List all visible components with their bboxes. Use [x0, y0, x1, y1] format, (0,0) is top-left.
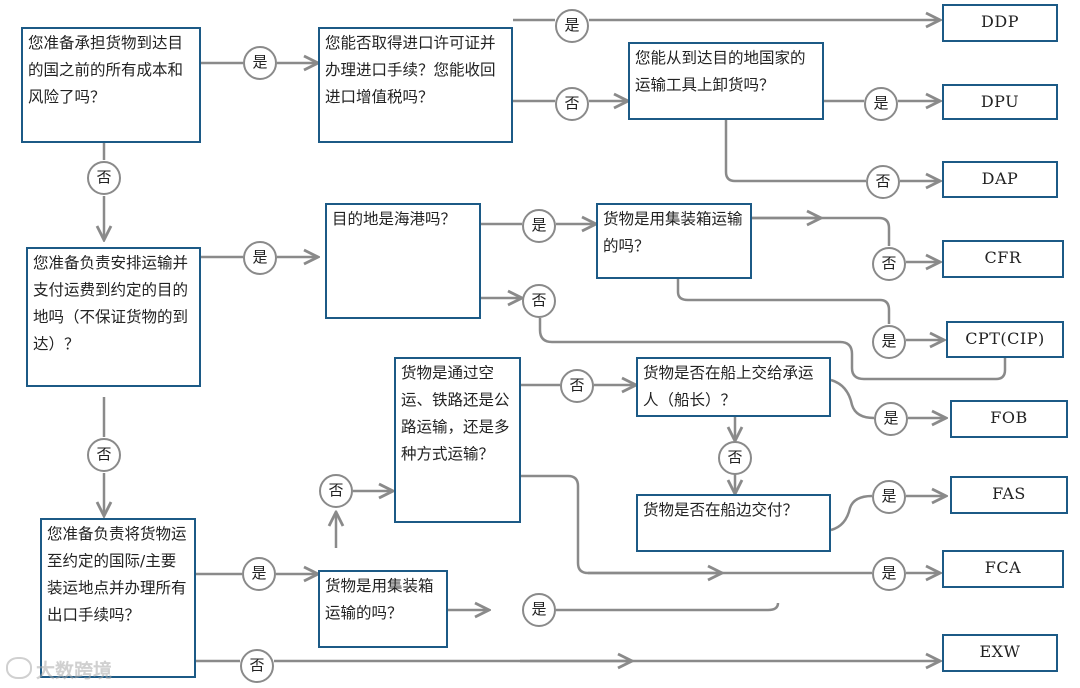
node-q1-no: 否: [87, 161, 121, 195]
edge-q3-no: [724, 120, 866, 183]
question-box-export-clearance: 您准备负责将货物运至约定的国际/主要装运地点并办理所有出口手续吗？: [40, 518, 196, 678]
edge-q5-no-2: [538, 318, 1007, 381]
node-q6-yes: 是: [872, 325, 906, 359]
node-q9-yes: 是: [872, 480, 906, 514]
node-q5-yes: 是: [522, 209, 556, 243]
node-q7-no: 否: [560, 369, 594, 403]
result-dap: DAP: [942, 161, 1058, 198]
result-fob: FOB: [950, 400, 1068, 438]
node-q4-no: 否: [87, 438, 121, 472]
node-q3-yes: 是: [864, 87, 898, 121]
node-q2-no: 否: [555, 87, 589, 121]
edge-q6-cpt: [676, 279, 891, 324]
question-box-container-sea: 货物是用集装箱运输的吗？: [596, 203, 752, 279]
node-q4-yes: 是: [243, 241, 277, 275]
result-cpt-cip: CPT(CIP): [946, 321, 1064, 358]
question-box-deliver-on-board: 货物是否在船上交给承运人（船长）？: [636, 357, 831, 417]
node-q1-yes: 是: [243, 46, 277, 80]
edge-q11-yes-2: [556, 602, 780, 612]
edge-q9-yes: [830, 494, 873, 532]
edge-q6-cfr-2: [752, 216, 891, 246]
result-dpu: DPU: [942, 84, 1058, 120]
node-q6-no: 否: [872, 247, 906, 281]
watermark-text: 大数跨境: [36, 660, 113, 682]
node-q7-yes: 是: [872, 557, 906, 591]
node-q2-yes: 是: [555, 9, 589, 43]
question-box-costs-risks: 您准备承担货物到达目的国之前的所有成本和风险了吗？: [21, 27, 201, 143]
edge-q7-fca: [521, 474, 722, 573]
node-q8-no: 否: [718, 441, 752, 475]
result-exw: EXW: [942, 634, 1058, 672]
watermark-logo-icon: [6, 657, 32, 679]
node-q5-no: 否: [522, 284, 556, 318]
result-fca: FCA: [942, 550, 1064, 588]
question-box-import-license: 您能否取得进口许可证并办理进口手续？您能收回进口增值税吗？: [318, 27, 513, 143]
node-q8-yes: 是: [874, 402, 908, 436]
node-q3-no: 否: [866, 165, 900, 199]
node-q11-no: 否: [319, 474, 353, 508]
question-box-sea-port: 目的地是海港吗？: [325, 203, 481, 319]
question-box-unload: 您能从到达目的地国家的运输工具上卸货吗？: [628, 42, 824, 120]
node-q11-yes: 是: [522, 593, 556, 627]
node-q10-no: 否: [240, 649, 274, 683]
edge-q8-yes: [830, 378, 875, 420]
node-q10-yes: 是: [242, 557, 276, 591]
question-box-transport-mode: 货物是通过空运、铁路还是公路运输，还是多种方式运输？: [394, 357, 521, 523]
result-fas: FAS: [950, 476, 1068, 514]
question-box-arrange-transport: 您准备负责安排运输并支付运费到约定的目的地吗（不保证货物的到达）？: [26, 247, 201, 387]
result-cfr: CFR: [942, 240, 1064, 278]
question-box-alongside-ship: 货物是否在船边交付？: [636, 494, 831, 552]
question-box-container-other: 货物是用集装箱运输的吗？: [318, 570, 448, 648]
result-ddp: DDP: [942, 4, 1058, 42]
